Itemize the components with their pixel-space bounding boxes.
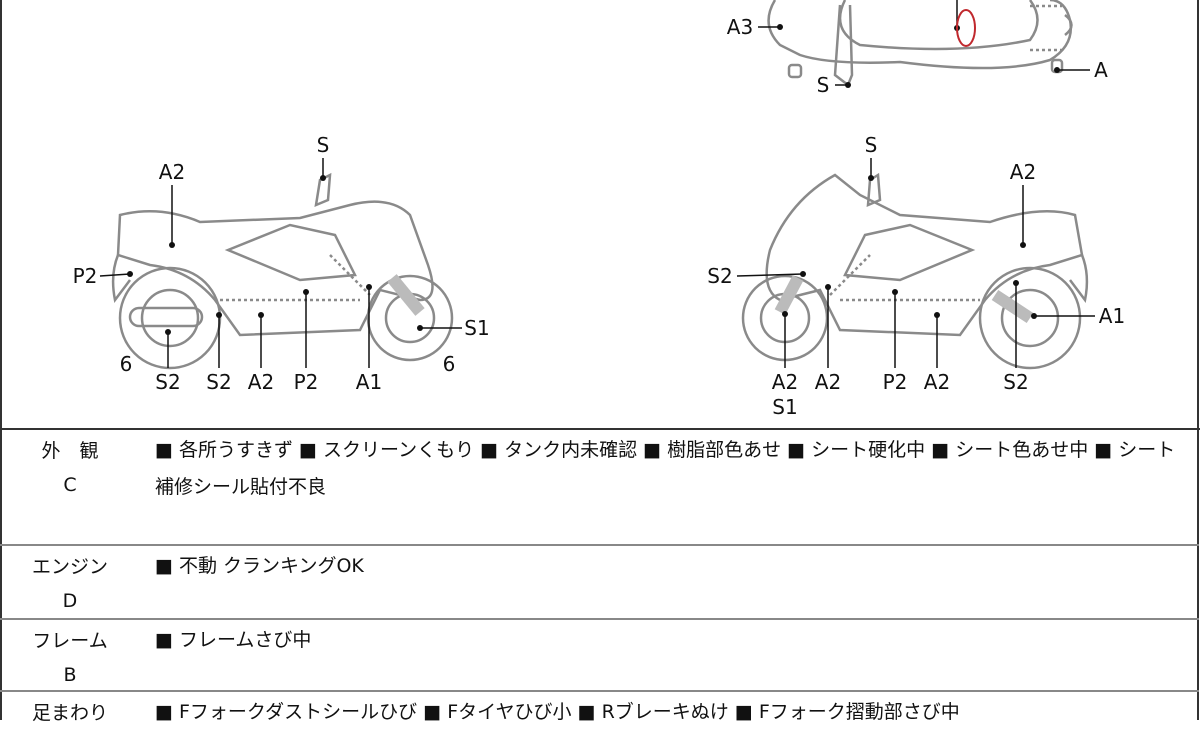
scooter-top-view <box>767 0 1073 87</box>
scooter-right-side-view <box>741 172 1089 370</box>
label-left-P2: P2 <box>72 264 98 288</box>
scooter-damage-diagram <box>0 0 1200 430</box>
marker-dots <box>127 24 1060 335</box>
section-name: 足まわり <box>31 702 108 724</box>
section-notes: ■ フレームさび中 <box>155 629 312 651</box>
condition-row-frame: フレーム B ■ フレームさび中 <box>0 618 1199 692</box>
section-grade: D <box>62 590 78 612</box>
section-grade: B <box>63 664 77 686</box>
scooter-left-side-view <box>111 172 454 370</box>
label-top-A3: A3 <box>726 15 754 39</box>
label-right-A2b: A2 <box>814 370 842 394</box>
condition-row-suspension: 足まわり ■ Fフォークダストシールひび ■ Fタイヤひび小 ■ Rブレーキぬけ… <box>0 690 1199 732</box>
label-left-tire-front: 6 <box>442 352 456 376</box>
label-right-S2: S2 <box>707 264 733 288</box>
damage-mark-circle <box>956 9 976 47</box>
section-notes: ■ 不動 クランキングOK <box>155 555 364 577</box>
label-left-P2b: P2 <box>293 370 319 394</box>
label-left-S: S <box>316 133 330 157</box>
section-name: 外 観 <box>41 440 99 462</box>
label-left-S1: S1 <box>464 316 490 340</box>
label-right-A2c: A2 <box>923 370 951 394</box>
label-right-S1: S1 <box>772 395 798 419</box>
label-top-S: S <box>816 73 830 97</box>
condition-row-exterior: 外 観 C ■ 各所うすきず ■ スクリーンくもり ■ タンク内未確認 ■ 樹脂部… <box>0 430 1199 544</box>
label-left-tire-rear: 6 <box>119 352 133 376</box>
section-notes: ■ Fフォークダストシールひび ■ Fタイヤひび小 ■ Rブレーキぬけ ■ Fフ… <box>155 701 960 723</box>
label-right-A2: A2 <box>1009 160 1037 184</box>
label-right-A2a: A2 <box>771 370 799 394</box>
section-name: エンジン <box>31 556 108 578</box>
condition-row-engine: エンジン D ■ 不動 クランキングOK <box>0 544 1199 620</box>
label-right-A1: A1 <box>1098 304 1126 328</box>
frame-right-border <box>1197 0 1199 720</box>
label-left-A2: A2 <box>158 160 186 184</box>
label-right-S: S <box>864 133 878 157</box>
label-top-A: A <box>1094 58 1108 82</box>
label-left-A2b: A2 <box>247 370 275 394</box>
label-left-S2a: S2 <box>155 370 181 394</box>
row-header: 外 観 C <box>0 434 140 502</box>
label-left-S2b: S2 <box>206 370 232 394</box>
frame-left-border <box>0 0 2 720</box>
leader-lines <box>99 0 1095 368</box>
section-grade: C <box>63 474 77 496</box>
label-right-S2b: S2 <box>1003 370 1029 394</box>
section-name: フレーム <box>32 630 108 652</box>
section-notes: ■ 各所うすきず ■ スクリーンくもり ■ タンク内未確認 ■ 樹脂部色あせ ■… <box>155 439 1176 498</box>
label-right-P2: P2 <box>882 370 908 394</box>
label-left-A1: A1 <box>355 370 383 394</box>
row-header: フレーム B <box>0 624 140 692</box>
row-header: 足まわり <box>0 696 140 730</box>
row-header: エンジン D <box>0 550 140 618</box>
